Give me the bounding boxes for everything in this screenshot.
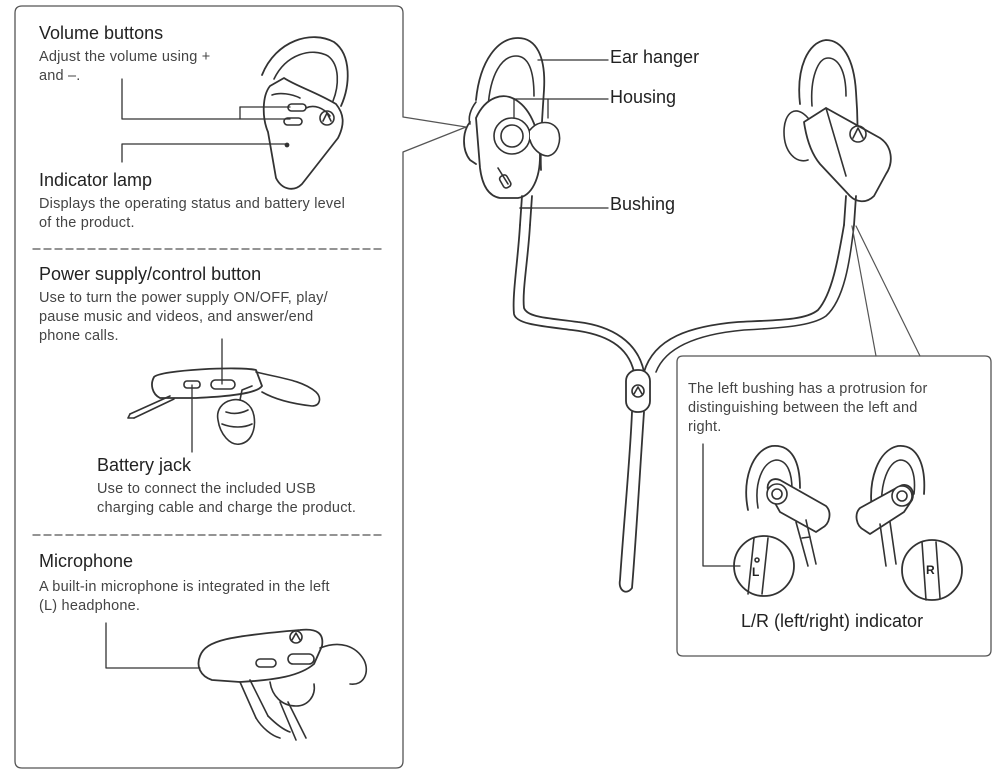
battery-jack-desc-line-2: charging cable and charge the product. [97,500,357,516]
power-button-desc-line-3: phone calls. [39,328,119,344]
lr-pointer-2 [855,225,921,357]
neck-cable [512,224,855,593]
volume-buttons-title: Volume buttons [39,23,164,43]
lr-desc-line-3: right. [688,419,722,435]
lr-indicator-caption: L/R (left/right) indicator [741,611,924,631]
bushing-label: Bushing [610,194,676,214]
volume-leader-line [121,78,291,120]
ear-hanger-label: Ear hanger [610,47,700,67]
lr-desc-line-1: The left bushing has a protrusion for [688,381,928,397]
earphone-closeup-power [127,367,321,445]
lr-right-earphone [855,445,963,601]
lr-panel-frame [676,355,992,657]
housing-leader [513,98,609,119]
earphone-closeup-microphone [197,628,368,741]
left-indicator-mark: L [752,565,760,579]
microphone-title: Microphone [39,551,134,571]
microphone-desc-line-1: A built-in microphone is integrated in t… [39,579,330,595]
left-panel-frame [14,5,467,769]
lr-desc-line-2: distinguishing between the left and [688,400,918,416]
indicator-leader-line [121,143,286,163]
volume-buttons-desc-line-1: Adjust the volume using + [39,49,211,65]
microphone-desc-line-2: (L) headphone. [39,598,141,614]
indicator-lamp-desc-line-2: of the product. [39,215,135,231]
power-button-desc-line-1: Use to turn the power supply ON/OFF, pla… [39,290,328,306]
power-button-desc-line-2: pause music and videos, and answer/end [39,309,314,325]
volume-buttons-desc-line-2: and –. [39,68,81,84]
right-earphone [783,39,892,226]
lr-leader-line [702,443,741,567]
right-indicator-mark: R [926,563,935,577]
battery-jack-desc-line-1: Use to connect the included USB [97,481,316,497]
indicator-lamp-desc-line-1: Displays the operating status and batter… [39,196,346,212]
lr-pointer-1 [851,225,877,357]
lr-left-earphone [733,445,831,597]
housing-label: Housing [610,87,677,107]
earphone-closeup-volume [261,36,349,190]
microphone-leader-line [105,622,201,669]
left-earphone [463,37,561,226]
battery-jack-title: Battery jack [97,455,192,475]
power-button-title: Power supply/control button [39,264,262,284]
indicator-lamp-title: Indicator lamp [39,170,153,190]
